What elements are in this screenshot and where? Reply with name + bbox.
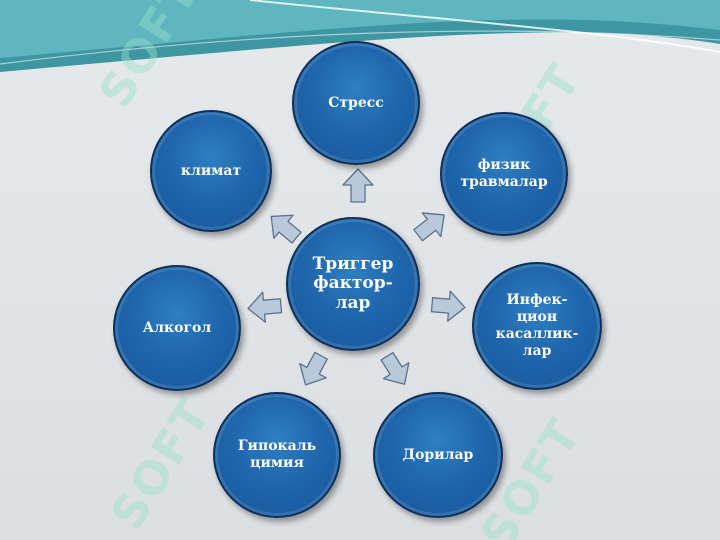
header-wave [0, 0, 720, 72]
arrow-to-stress [342, 168, 374, 203]
node-hypocalc: Гипокаль цимия [213, 392, 341, 518]
node-infection: Инфек- цион касаллик- лар [472, 262, 602, 390]
arrow-to-hypocalc [291, 348, 335, 393]
node-stress: Стресс [292, 41, 420, 165]
arrow-to-infection [430, 289, 467, 324]
node-label: Алкогол [142, 319, 212, 336]
node-label: Стресс [328, 94, 384, 111]
arrow-to-drugs [373, 347, 418, 393]
node-alcohol: Алкогол [113, 265, 241, 391]
arrow-to-physical [408, 202, 455, 248]
node-drugs: Дорилар [373, 392, 503, 518]
node-label: Гипокаль цимия [237, 438, 317, 471]
center-node: Триггер фактор- лар [286, 217, 420, 351]
node-physical: физик травмалар [440, 112, 568, 236]
node-label: Дорилар [402, 446, 474, 463]
node-climate: климат [150, 110, 272, 232]
node-label: климат [180, 162, 242, 179]
node-label: физик травмалар [460, 157, 548, 190]
arrow-to-alcohol [246, 290, 283, 325]
center-node-label: Триггер фактор- лар [312, 253, 394, 313]
node-label: Инфек- цион касаллик- лар [495, 292, 579, 359]
